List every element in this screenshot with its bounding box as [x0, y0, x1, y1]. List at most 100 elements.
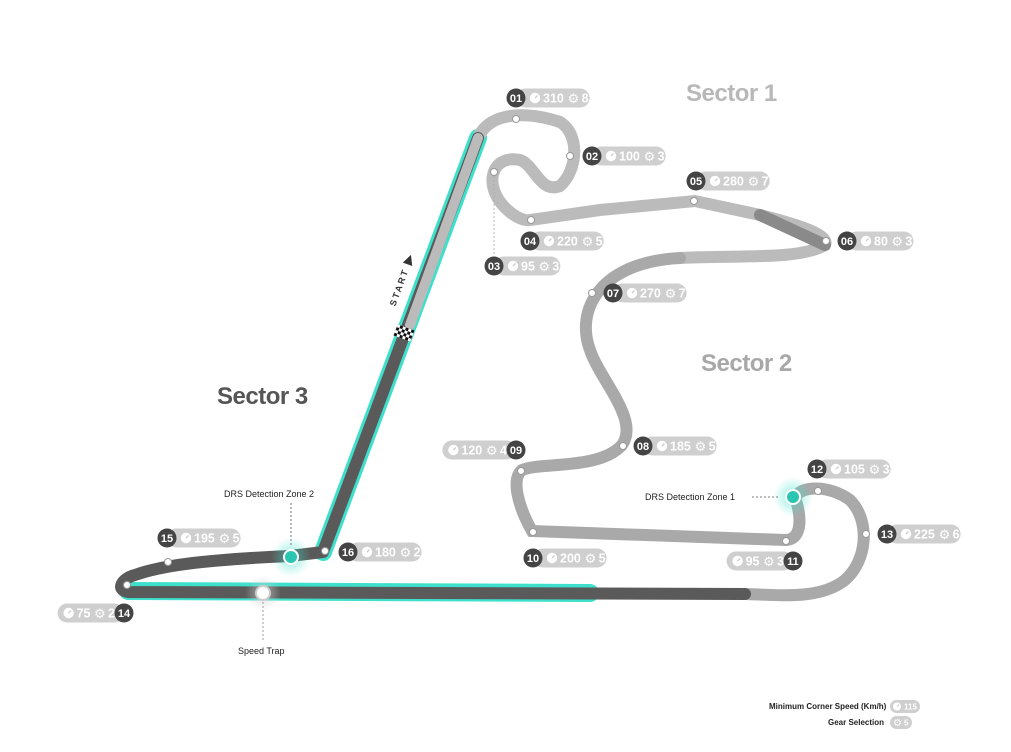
corner-number-circle	[582, 146, 602, 166]
gear-icon: ⚙	[582, 235, 594, 250]
corner-gear: 3	[883, 463, 890, 477]
corner-dot-02	[566, 152, 574, 160]
corner-speed: 185	[670, 440, 691, 454]
corner-gear: 5	[596, 235, 603, 249]
gear-icon: ⚙	[748, 175, 760, 190]
corner-number: 05	[690, 176, 702, 188]
corner-speed: 100	[619, 150, 640, 164]
corner-speed: 225	[914, 528, 935, 542]
corner-speed: 270	[640, 287, 661, 301]
gear-icon: ⚙	[939, 528, 951, 543]
gear-icon: ⚙	[644, 150, 656, 165]
drs-zone-2-label: DRS Detection Zone 2	[224, 489, 314, 499]
gear-icon: ⚙	[219, 532, 231, 547]
corner-number: 15	[161, 533, 173, 545]
corner-number: 09	[510, 445, 522, 457]
corner-dot-05	[690, 197, 698, 205]
gear-icon: ⚙	[869, 463, 881, 478]
corner-number: 11	[787, 556, 799, 568]
corner-dot-04	[527, 216, 535, 224]
corner-number-circle	[338, 542, 358, 562]
sector-2-label: Sector 2	[701, 350, 792, 377]
corner-dot-14	[123, 581, 131, 589]
drs-zone-1-label: DRS Detection Zone 1	[645, 492, 735, 502]
speed-trap-label: Speed Trap	[238, 646, 285, 656]
corner-gear: 2	[414, 546, 421, 560]
legend: Minimum Corner Speed (Km/h) 115 Gear Sel…	[769, 700, 920, 729]
legend-speed-icon	[896, 704, 900, 707]
corner-pill-09	[442, 440, 516, 460]
corner-dot-16	[321, 547, 329, 555]
corner-number: 03	[488, 261, 500, 273]
legend-gear-example: 5	[904, 719, 909, 728]
sector-1-label: Sector 1	[686, 80, 777, 107]
corner-speed: 80	[874, 235, 888, 249]
corner-speed: 95	[746, 555, 760, 569]
speed-icon	[448, 444, 459, 456]
corner-badge-15: 195⚙515	[157, 528, 241, 548]
track-sector-2	[510, 252, 870, 602]
start-finish-line	[393, 324, 415, 342]
corner-gear: 7	[762, 175, 769, 189]
gear-icon: ⚙	[763, 555, 775, 570]
corner-badge-05: 280⚙705	[686, 171, 770, 191]
corner-dot-13	[862, 530, 870, 538]
corner-gear: 8	[582, 92, 589, 106]
corner-dots	[123, 115, 870, 589]
gear-icon: ⚙	[891, 235, 903, 250]
direction-arrow-icon	[402, 254, 413, 267]
corner-number-circle	[484, 256, 504, 276]
legend-speed-example: 115	[904, 703, 917, 712]
corner-number-circle	[633, 436, 653, 456]
corner-number: 08	[637, 441, 649, 453]
start-label: START	[388, 267, 411, 307]
corner-gear: 4	[500, 444, 507, 458]
legend-gear-label: Gear Selection	[828, 718, 884, 727]
gear-icon: ⚙	[568, 92, 580, 107]
corner-speed: 220	[557, 235, 578, 249]
corner-dot-10	[529, 528, 537, 536]
corner-pill-11	[726, 551, 793, 571]
legend-speed-label: Minimum Corner Speed (Km/h)	[769, 702, 887, 711]
corner-gear: 3	[777, 555, 784, 569]
corner-number-circle	[506, 88, 526, 108]
gear-icon: ⚙	[400, 546, 412, 561]
corner-gear: 7	[679, 287, 686, 301]
corner-speed: 200	[560, 552, 581, 566]
corner-number: 12	[811, 464, 823, 476]
corner-gear: 3	[552, 260, 559, 274]
corner-number-circle	[603, 283, 623, 303]
corner-number-circle	[783, 551, 803, 571]
corner-dot-12	[814, 487, 822, 495]
corner-badges: 310⚙801100⚙30295⚙303220⚙504280⚙70580⚙306…	[57, 88, 961, 623]
corner-number: 04	[524, 236, 537, 248]
corner-badge-01: 310⚙801	[506, 88, 590, 108]
corner-badge-06: 80⚙306	[837, 231, 914, 251]
corner-dot-03	[490, 168, 498, 176]
corner-badge-08: 185⚙508	[633, 436, 717, 456]
corner-gear: 6	[953, 528, 960, 542]
corner-gear: 2	[108, 607, 115, 621]
corner-gear: 5	[599, 552, 606, 566]
corner-dot-08	[619, 442, 627, 450]
corner-number: 06	[841, 236, 853, 248]
corner-dot-01	[512, 115, 520, 123]
speed-trap: Speed Trap	[238, 575, 285, 656]
gear-icon: ⚙	[486, 444, 498, 459]
drs-detection-zone-1: DRS Detection Zone 1	[645, 477, 813, 517]
corner-number-circle	[686, 171, 706, 191]
corner-number-circle	[114, 603, 134, 623]
corner-speed: 105	[844, 463, 865, 477]
corner-badge-02: 100⚙302	[582, 146, 666, 166]
gear-icon: ⚙	[94, 607, 106, 622]
corner-speed: 180	[375, 546, 396, 560]
corner-number-circle	[877, 524, 897, 544]
corner-badge-07: 270⚙707	[603, 283, 687, 303]
corner-dot-11	[782, 537, 790, 545]
corner-badge-03: 95⚙303	[484, 256, 561, 276]
corner-number: 02	[586, 151, 598, 163]
corner-dot-07	[588, 289, 596, 297]
